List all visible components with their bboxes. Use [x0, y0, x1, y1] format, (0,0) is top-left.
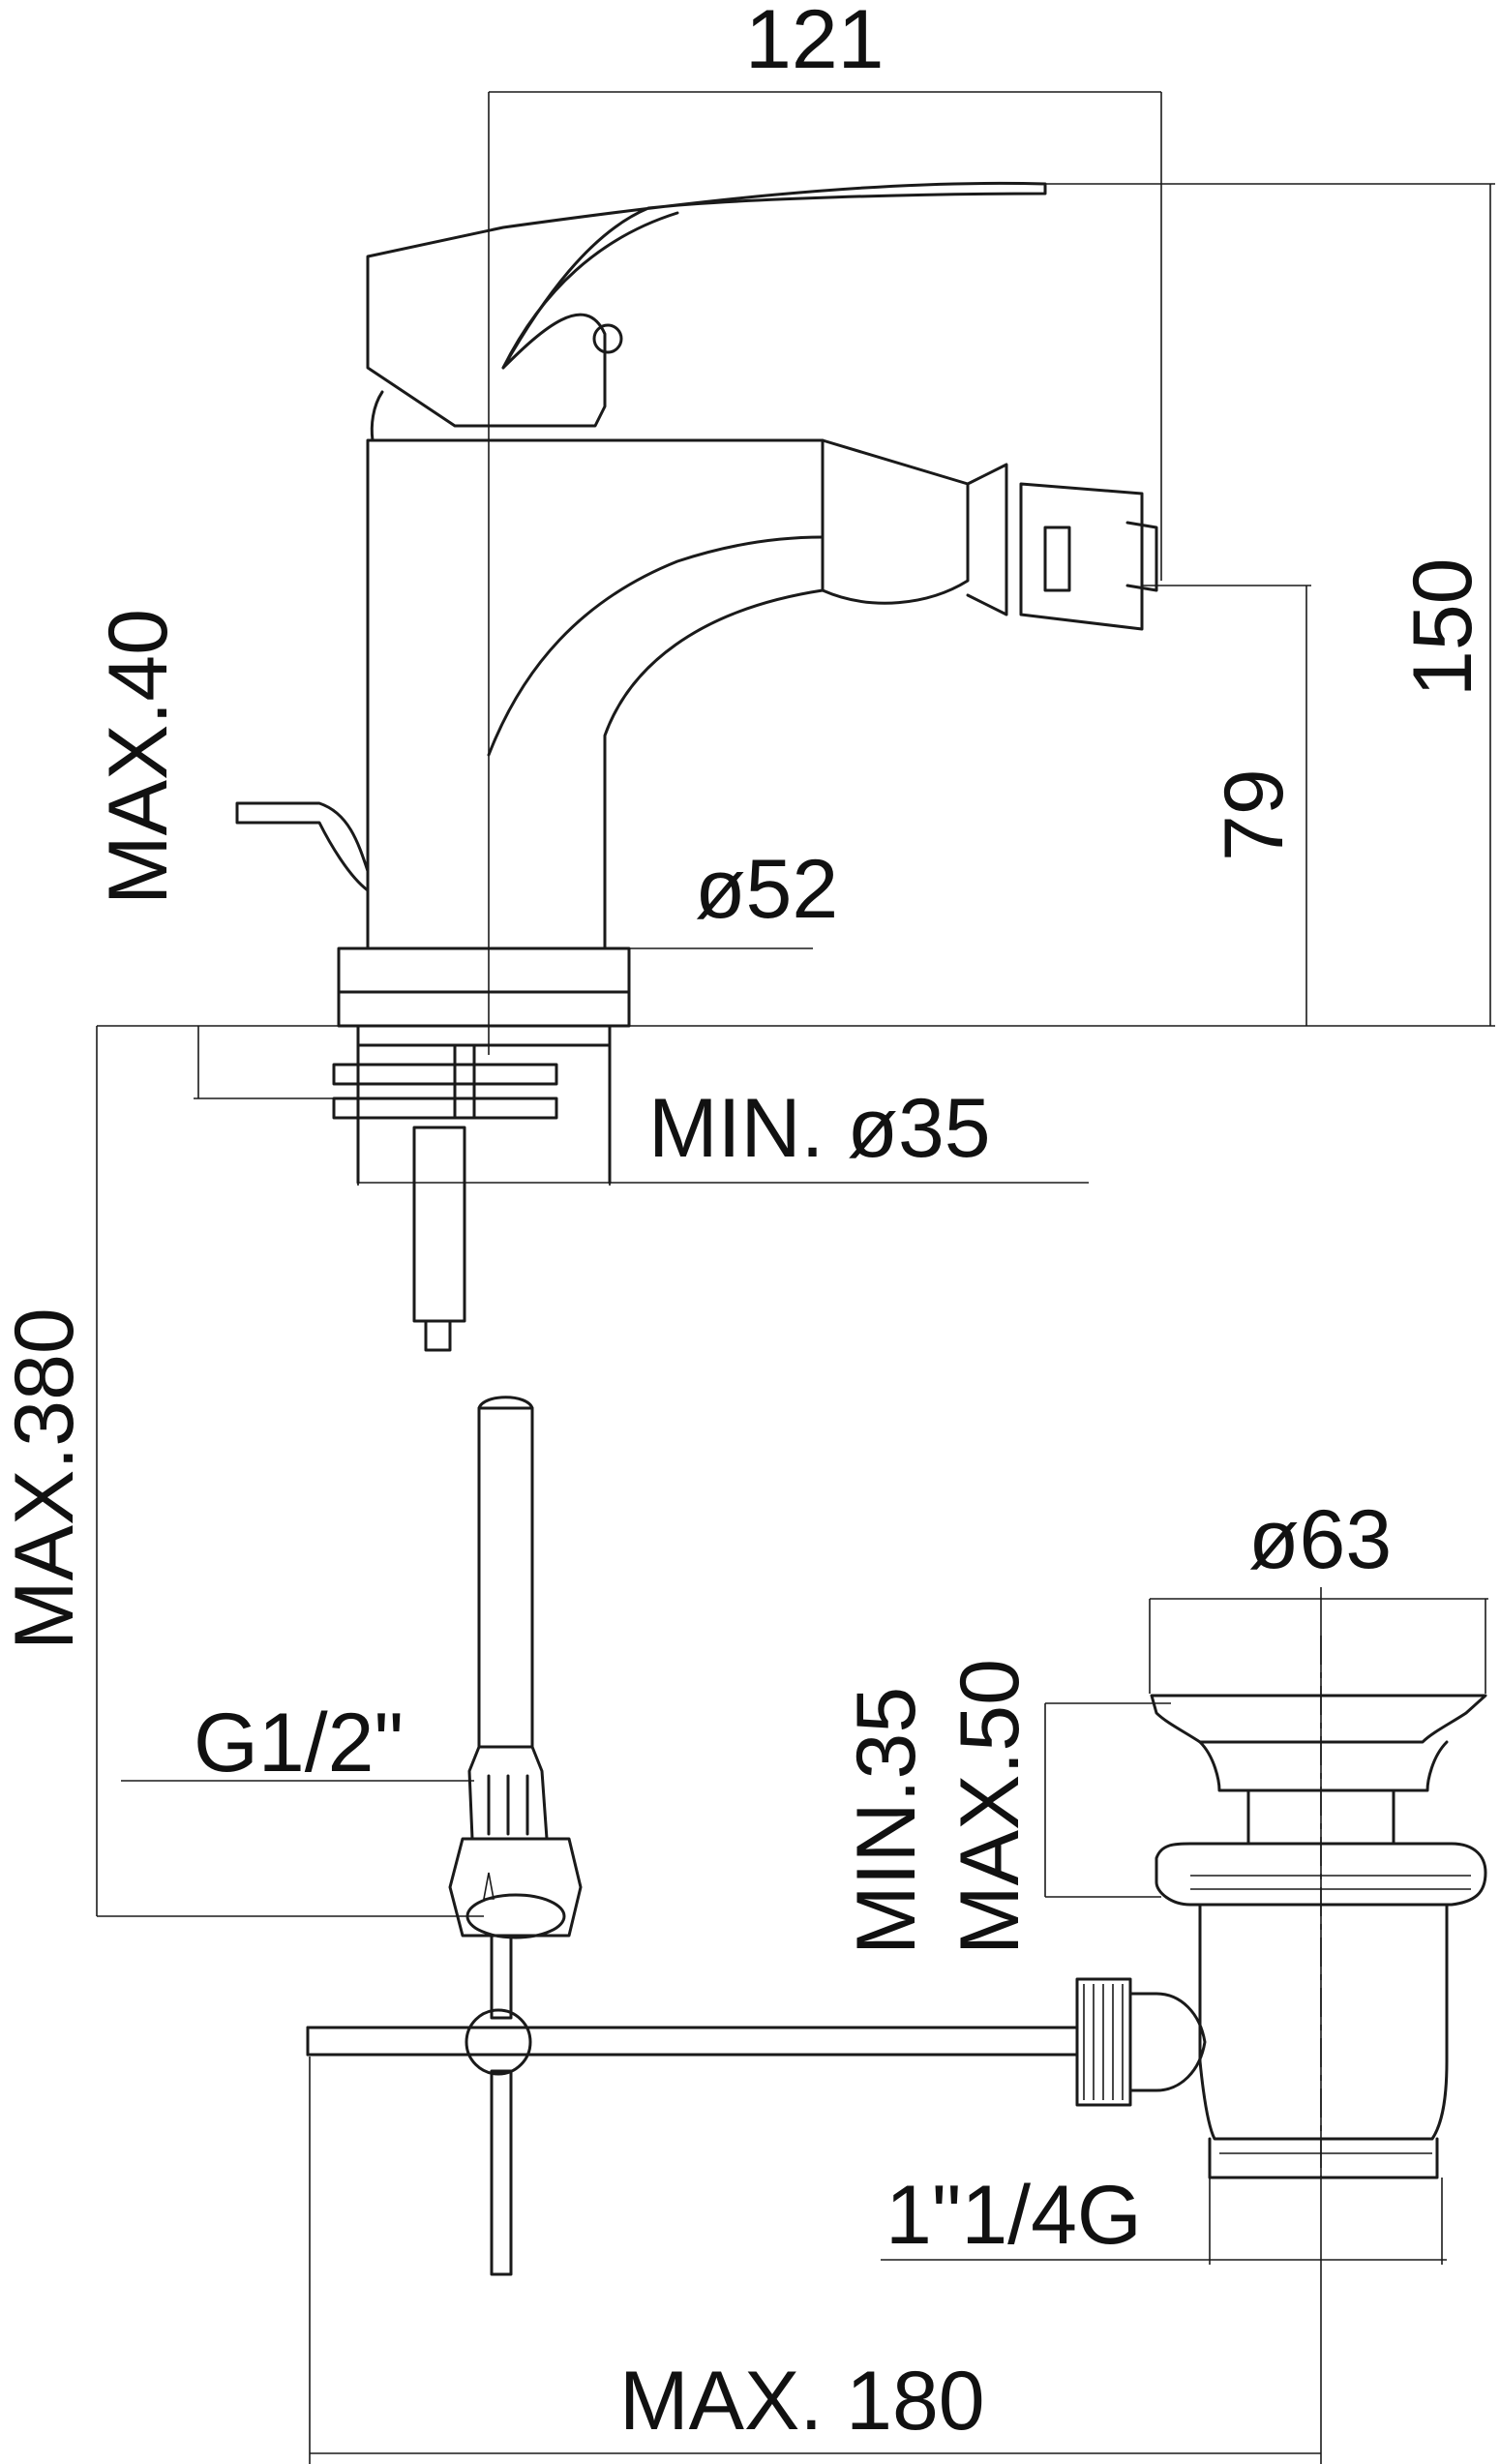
body-column	[366, 438, 825, 950]
plug-cap	[1150, 1694, 1487, 1744]
label-max-180: MAX. 180	[619, 2355, 985, 2448]
waste-side-clamp	[1075, 1977, 1132, 2107]
waste-flange	[1155, 1842, 1487, 1907]
lever-handle	[366, 181, 1047, 428]
label-width-121: 121	[745, 0, 885, 86]
popup-knob	[235, 801, 370, 892]
base-flange	[337, 947, 631, 994]
under-deck-fixing	[332, 1024, 612, 1352]
pop-up-waste	[1075, 1694, 1487, 2179]
dimension-lines	[96, 91, 1495, 2464]
spray-nozzle	[966, 463, 1158, 631]
label-spout-79: 79	[1208, 768, 1301, 861]
mixer-body	[235, 181, 1158, 1028]
lever-screw	[592, 323, 623, 354]
label-max-40: MAX.40	[92, 609, 185, 905]
label-dia-52: ø52	[695, 843, 838, 936]
label-1-1-4g: 1"1/4G	[885, 2169, 1142, 2262]
label-g-1-2: G1/2"	[194, 1697, 404, 1789]
label-min-dia-35: MIN. ø35	[648, 1082, 991, 1175]
waste-body	[1198, 1903, 1449, 2141]
label-dia-63: ø63	[1248, 1493, 1392, 1586]
label-min-35: MIN.35	[840, 1687, 933, 1955]
label-height-150: 150	[1396, 558, 1489, 698]
label-max-50: MAX.50	[944, 1659, 1036, 1955]
label-max-380: MAX.380	[0, 1307, 91, 1650]
flexible-hose	[448, 1396, 583, 1939]
